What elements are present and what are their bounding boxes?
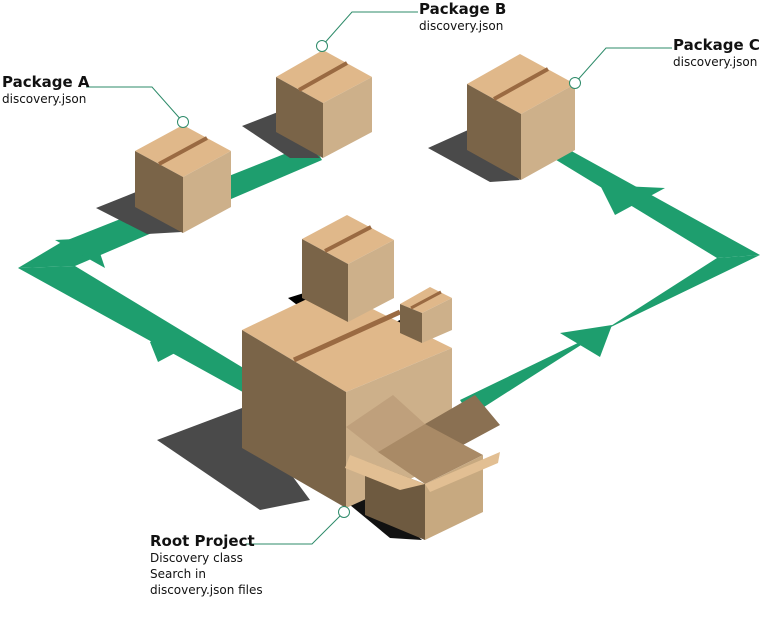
package-b-box bbox=[276, 50, 372, 158]
anchor-package-a bbox=[177, 116, 189, 128]
package-a-label: Package A discovery.json bbox=[2, 74, 89, 107]
package-a-title: Package A bbox=[2, 73, 90, 91]
package-a-box bbox=[135, 125, 231, 233]
root-open-box bbox=[345, 395, 500, 540]
package-b-label: Package B discovery.json bbox=[419, 1, 506, 34]
leader-package-a bbox=[86, 86, 184, 123]
package-c-title: Package C bbox=[673, 36, 760, 54]
root-project-title: Root Project bbox=[150, 532, 255, 550]
arrowhead-right-upper bbox=[600, 185, 665, 215]
flow-arrowheads bbox=[55, 185, 665, 362]
package-c-label: Package C discovery.json bbox=[673, 37, 760, 70]
root-project-line-2: Search in bbox=[150, 567, 206, 581]
flow-segment-right-to-root bbox=[460, 255, 760, 416]
root-small-box bbox=[302, 215, 394, 322]
arrowhead-left-lower bbox=[150, 330, 190, 362]
anchor-root-project bbox=[338, 506, 350, 518]
package-b-file: discovery.json bbox=[419, 19, 504, 33]
arrowhead-right-lower bbox=[560, 325, 612, 357]
root-project-line-1: Discovery class bbox=[150, 551, 243, 565]
flow-segment-root-to-a bbox=[18, 266, 250, 396]
package-b-title: Package B bbox=[419, 0, 507, 18]
root-project-label: Root Project Discovery class Search in d… bbox=[150, 533, 263, 598]
leader-package-b bbox=[321, 11, 418, 47]
package-c-box bbox=[467, 54, 575, 180]
root-tiny-box bbox=[400, 287, 452, 343]
leader-lines bbox=[86, 11, 672, 545]
arrowhead-left-upper bbox=[55, 238, 105, 268]
leader-root-project bbox=[246, 511, 345, 545]
flow-segment-c-to-right bbox=[548, 148, 760, 258]
root-project-line-3: discovery.json files bbox=[150, 583, 263, 597]
anchor-package-c bbox=[569, 77, 581, 89]
package-c-file: discovery.json bbox=[673, 55, 758, 69]
leader-package-c bbox=[574, 47, 672, 84]
package-a-file: discovery.json bbox=[2, 92, 87, 106]
anchor-package-b bbox=[316, 40, 328, 52]
